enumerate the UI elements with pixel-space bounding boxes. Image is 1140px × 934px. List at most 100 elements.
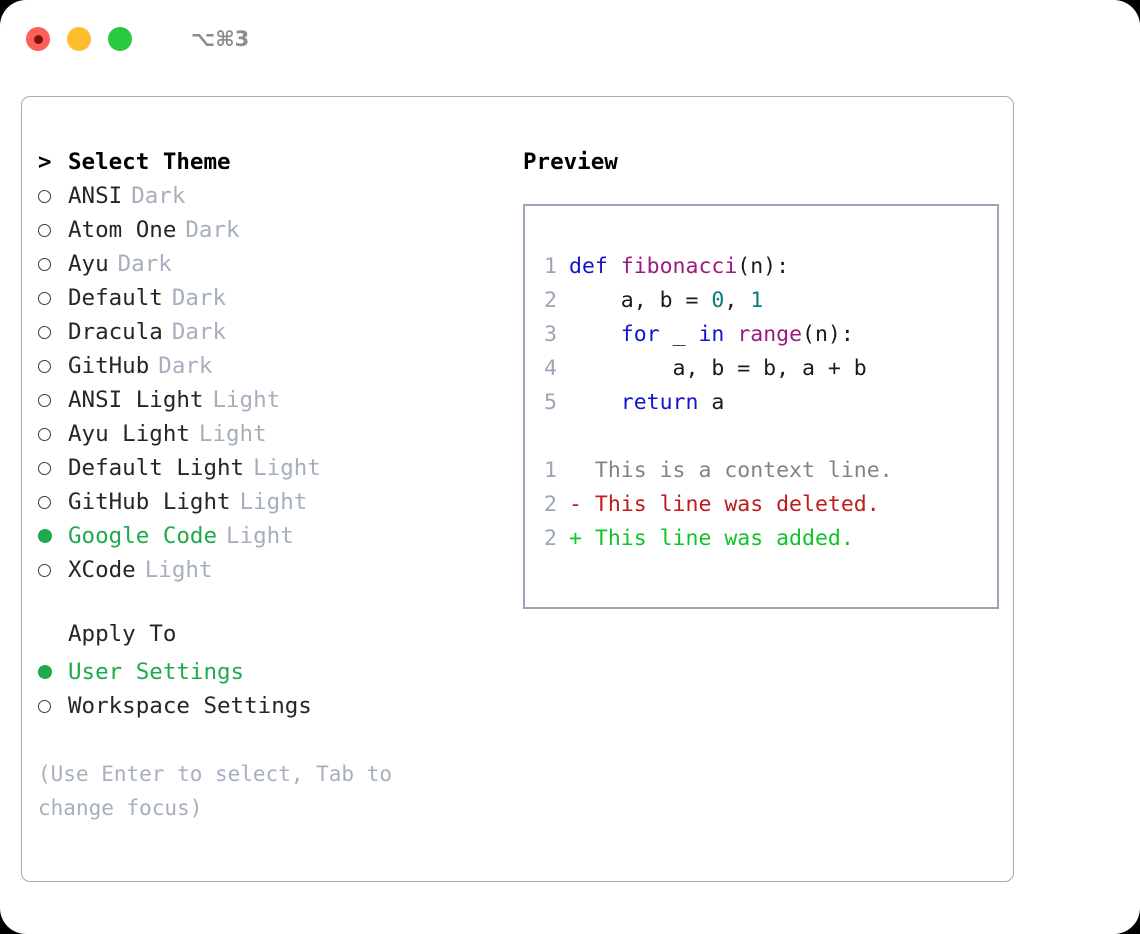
code-token-plain: (n): xyxy=(802,322,854,347)
radio-dot xyxy=(38,563,51,577)
apply-option-user-settings[interactable]: User Settings xyxy=(38,655,490,689)
radio-unselected-icon[interactable] xyxy=(38,383,68,417)
radio-unselected-icon[interactable] xyxy=(38,349,68,383)
theme-variant-label: Dark xyxy=(158,352,213,379)
preview-title: Preview xyxy=(523,149,618,175)
code-token-plain: , xyxy=(724,288,751,313)
code-line-content: for _ in range(n): xyxy=(569,318,854,352)
theme-variant-label: Dark xyxy=(171,284,227,311)
line-number: 4 xyxy=(544,356,557,381)
code-line-content: def fibonacci(n): xyxy=(569,250,789,284)
code-token-num: 0 xyxy=(711,288,725,313)
radio-unselected-icon[interactable] xyxy=(38,451,68,485)
title-bar: ⌥⌘3 xyxy=(0,0,1140,78)
code-token-plain xyxy=(569,390,621,415)
radio-dot xyxy=(38,461,51,475)
radio-dot xyxy=(38,189,51,203)
radio-dot xyxy=(38,495,51,509)
theme-option-ansi-light[interactable]: ANSI Light Light xyxy=(38,383,490,417)
apply-option-label: Workspace Settings xyxy=(68,692,312,719)
section-spacer xyxy=(38,587,490,621)
hint-line-1: (Use Enter to select, Tab to xyxy=(38,762,393,786)
line-number: 3 xyxy=(544,322,557,347)
diff-text: This line was added. xyxy=(594,526,854,551)
radio-unselected-icon[interactable] xyxy=(38,179,68,213)
radio-unselected-icon[interactable] xyxy=(38,485,68,519)
select-theme-title: Select Theme xyxy=(68,149,231,175)
line-number: 5 xyxy=(544,390,557,415)
code-token-plain: a, b = b, a + b xyxy=(569,356,867,381)
radio-unselected-icon[interactable] xyxy=(38,315,68,349)
radio-unselected-icon[interactable] xyxy=(38,213,68,247)
theme-name-label: GitHub xyxy=(68,352,150,379)
apply-to-header: Apply To xyxy=(38,621,490,655)
radio-dot xyxy=(38,699,51,713)
radio-unselected-icon[interactable] xyxy=(38,553,68,587)
code-token-plain xyxy=(569,322,621,347)
keyboard-hint: (Use Enter to select, Tab to change focu… xyxy=(38,757,458,825)
code-token-plain: (n): xyxy=(737,254,790,279)
code-line: 2 a, b = 0, 1 xyxy=(543,284,997,318)
minimize-button[interactable] xyxy=(67,27,91,51)
code-token-kw: for xyxy=(620,322,660,347)
line-number: 2 xyxy=(544,288,557,313)
radio-unselected-icon[interactable] xyxy=(38,689,68,723)
code-line-content: a, b = b, a + b xyxy=(569,352,867,386)
theme-name-label: ANSI Light xyxy=(68,386,204,413)
apply-option-workspace-settings[interactable]: Workspace Settings xyxy=(38,689,490,723)
theme-name-label: Ayu xyxy=(68,250,109,277)
theme-option-ansi[interactable]: ANSI Dark xyxy=(38,179,490,213)
code-diff-spacer xyxy=(543,420,997,454)
code-line: 3 for _ in range(n): xyxy=(543,318,997,352)
radio-selected-icon[interactable] xyxy=(38,655,68,689)
code-line-content: a, b = 0, 1 xyxy=(569,284,763,318)
hint-line-2: change focus) xyxy=(38,796,203,820)
radio-dot xyxy=(38,325,51,339)
radio-dot xyxy=(38,529,52,543)
code-token-kw: def xyxy=(569,254,621,279)
close-button[interactable] xyxy=(26,27,50,51)
theme-name-label: ANSI xyxy=(68,182,123,209)
maximize-button[interactable] xyxy=(108,27,132,51)
diff-sign xyxy=(569,454,595,488)
radio-dot xyxy=(38,427,51,441)
radio-dot xyxy=(38,393,51,407)
theme-option-github[interactable]: GitHub Dark xyxy=(38,349,490,383)
radio-unselected-icon[interactable] xyxy=(38,417,68,451)
code-token-fn: fibonacci xyxy=(620,254,738,279)
code-token-num: 1 xyxy=(750,288,764,313)
diff-sample: 1 This is a context line.2- This line wa… xyxy=(543,454,997,556)
diff-sign: - xyxy=(569,492,595,517)
theme-variant-label: Light xyxy=(198,420,267,447)
theme-variant-label: Dark xyxy=(185,216,240,243)
radio-unselected-icon[interactable] xyxy=(38,247,68,281)
code-token-plain: _ xyxy=(659,322,699,347)
theme-variant-label: Light xyxy=(212,386,281,413)
cursor-arrow-icon: > xyxy=(38,149,52,175)
line-number: 2 xyxy=(544,526,557,551)
code-token-plain: a, b = xyxy=(569,288,712,313)
theme-variant-label: Dark xyxy=(131,182,186,209)
radio-dot xyxy=(38,291,51,305)
radio-dot xyxy=(38,223,51,237)
diff-line: 2- This line was deleted. xyxy=(543,488,997,522)
line-number: 2 xyxy=(544,492,557,517)
radio-selected-icon[interactable] xyxy=(38,519,68,553)
theme-name-label: GitHub Light xyxy=(68,488,231,515)
select-theme-header: > Select Theme xyxy=(38,145,490,179)
radio-unselected-icon[interactable] xyxy=(38,281,68,315)
